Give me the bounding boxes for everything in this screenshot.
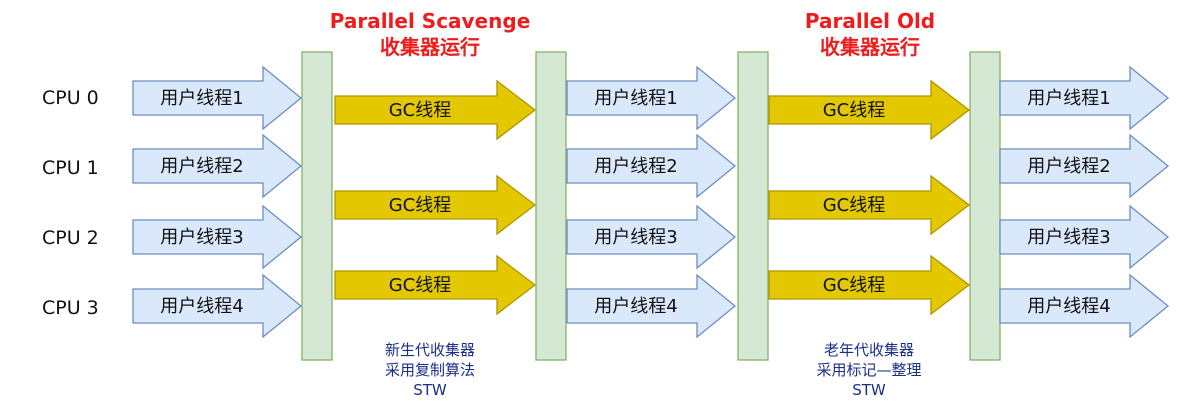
user-thread-arrow-c0-r2-label: 用户线程3 <box>160 227 243 248</box>
phase-note-young-line-1: 新生代收集器 <box>384 341 475 359</box>
user-thread-arrow-c1-r1 <box>566 133 737 199</box>
user-thread-arrow-c1-r3-label: 用户线程4 <box>594 296 677 317</box>
phase-note-old: 老年代收集器 采用标记—整理 STW <box>784 340 954 400</box>
phase-title-old-name: Parallel Old <box>804 9 936 33</box>
user-thread-arrow-c1-r0 <box>566 65 737 131</box>
gc-thread-arrow-c0-r2-label: GC线程 <box>389 275 452 296</box>
cpu-label-2: CPU 2 <box>42 227 99 249</box>
user-thread-arrow-c2-r2-label: 用户线程3 <box>1027 227 1110 248</box>
gc-thread-arrow-c1-r2 <box>768 254 971 316</box>
gc-thread-arrow-c0-r0-label: GC线程 <box>389 100 452 121</box>
phase-title-young: Parallel Scavenge 收集器运行 <box>300 8 560 60</box>
phase-title-old: Parallel Old 收集器运行 <box>740 8 1000 60</box>
cpu-label-1: CPU 1 <box>42 157 99 179</box>
phase-title-young-name: Parallel Scavenge <box>329 9 531 33</box>
gc-thread-arrow-c0-r2 <box>334 254 537 316</box>
user-thread-arrow-c0-r3 <box>132 273 303 339</box>
stw-bar-0 <box>301 51 333 361</box>
user-thread-arrow-c0-r1 <box>132 133 303 199</box>
gc-thread-arrow-c1-r1-label: GC线程 <box>823 195 886 216</box>
phase-note-old-line-2: 采用标记—整理 <box>816 361 922 379</box>
cpu-label-0: CPU 0 <box>42 87 99 109</box>
user-thread-arrow-c2-r0-label: 用户线程1 <box>1027 88 1110 109</box>
user-thread-arrow-c2-r3 <box>999 273 1170 339</box>
user-thread-arrow-c1-r1-label: 用户线程2 <box>594 156 677 177</box>
stw-bar-1 <box>535 51 567 361</box>
gc-thread-arrow-c1-r2-label: GC线程 <box>823 275 886 296</box>
user-thread-arrow-c0-r0-label: 用户线程1 <box>160 88 243 109</box>
phase-title-old-sub: 收集器运行 <box>820 35 920 59</box>
user-thread-arrow-c0-r0 <box>132 65 303 131</box>
phase-note-young: 新生代收集器 采用复制算法 STW <box>345 340 515 400</box>
phase-note-old-line-3: STW <box>852 381 886 399</box>
user-thread-arrow-c0-r2 <box>132 204 303 270</box>
user-thread-arrow-c0-r3-label: 用户线程4 <box>160 296 243 317</box>
phase-note-old-line-1: 老年代收集器 <box>823 341 914 359</box>
gc-thread-arrow-c1-r0-label: GC线程 <box>823 100 886 121</box>
user-thread-arrow-c2-r2 <box>999 204 1170 270</box>
gc-thread-arrow-c0-r1-label: GC线程 <box>389 195 452 216</box>
cpu-label-3: CPU 3 <box>42 297 99 319</box>
user-thread-arrow-c1-r0-label: 用户线程1 <box>594 88 677 109</box>
gc-thread-arrow-c0-r1 <box>334 174 537 236</box>
stw-bar-2 <box>737 51 769 361</box>
stw-bar-3 <box>969 51 1001 361</box>
user-thread-arrow-c2-r3-label: 用户线程4 <box>1027 296 1110 317</box>
user-thread-arrow-c1-r2 <box>566 204 737 270</box>
gc-thread-arrow-c1-r0 <box>768 79 971 141</box>
gc-thread-arrow-c0-r0 <box>334 79 537 141</box>
phase-note-young-line-3: STW <box>413 381 447 399</box>
user-thread-arrow-c0-r1-label: 用户线程2 <box>160 156 243 177</box>
user-thread-arrow-c2-r0 <box>999 65 1170 131</box>
phase-title-young-sub: 收集器运行 <box>380 35 480 59</box>
gc-thread-arrow-c1-r1 <box>768 174 971 236</box>
user-thread-arrow-c2-r1-label: 用户线程2 <box>1027 156 1110 177</box>
user-thread-arrow-c1-r2-label: 用户线程3 <box>594 227 677 248</box>
user-thread-arrow-c1-r3 <box>566 273 737 339</box>
phase-note-young-line-2: 采用复制算法 <box>384 361 475 379</box>
user-thread-arrow-c2-r1 <box>999 133 1170 199</box>
